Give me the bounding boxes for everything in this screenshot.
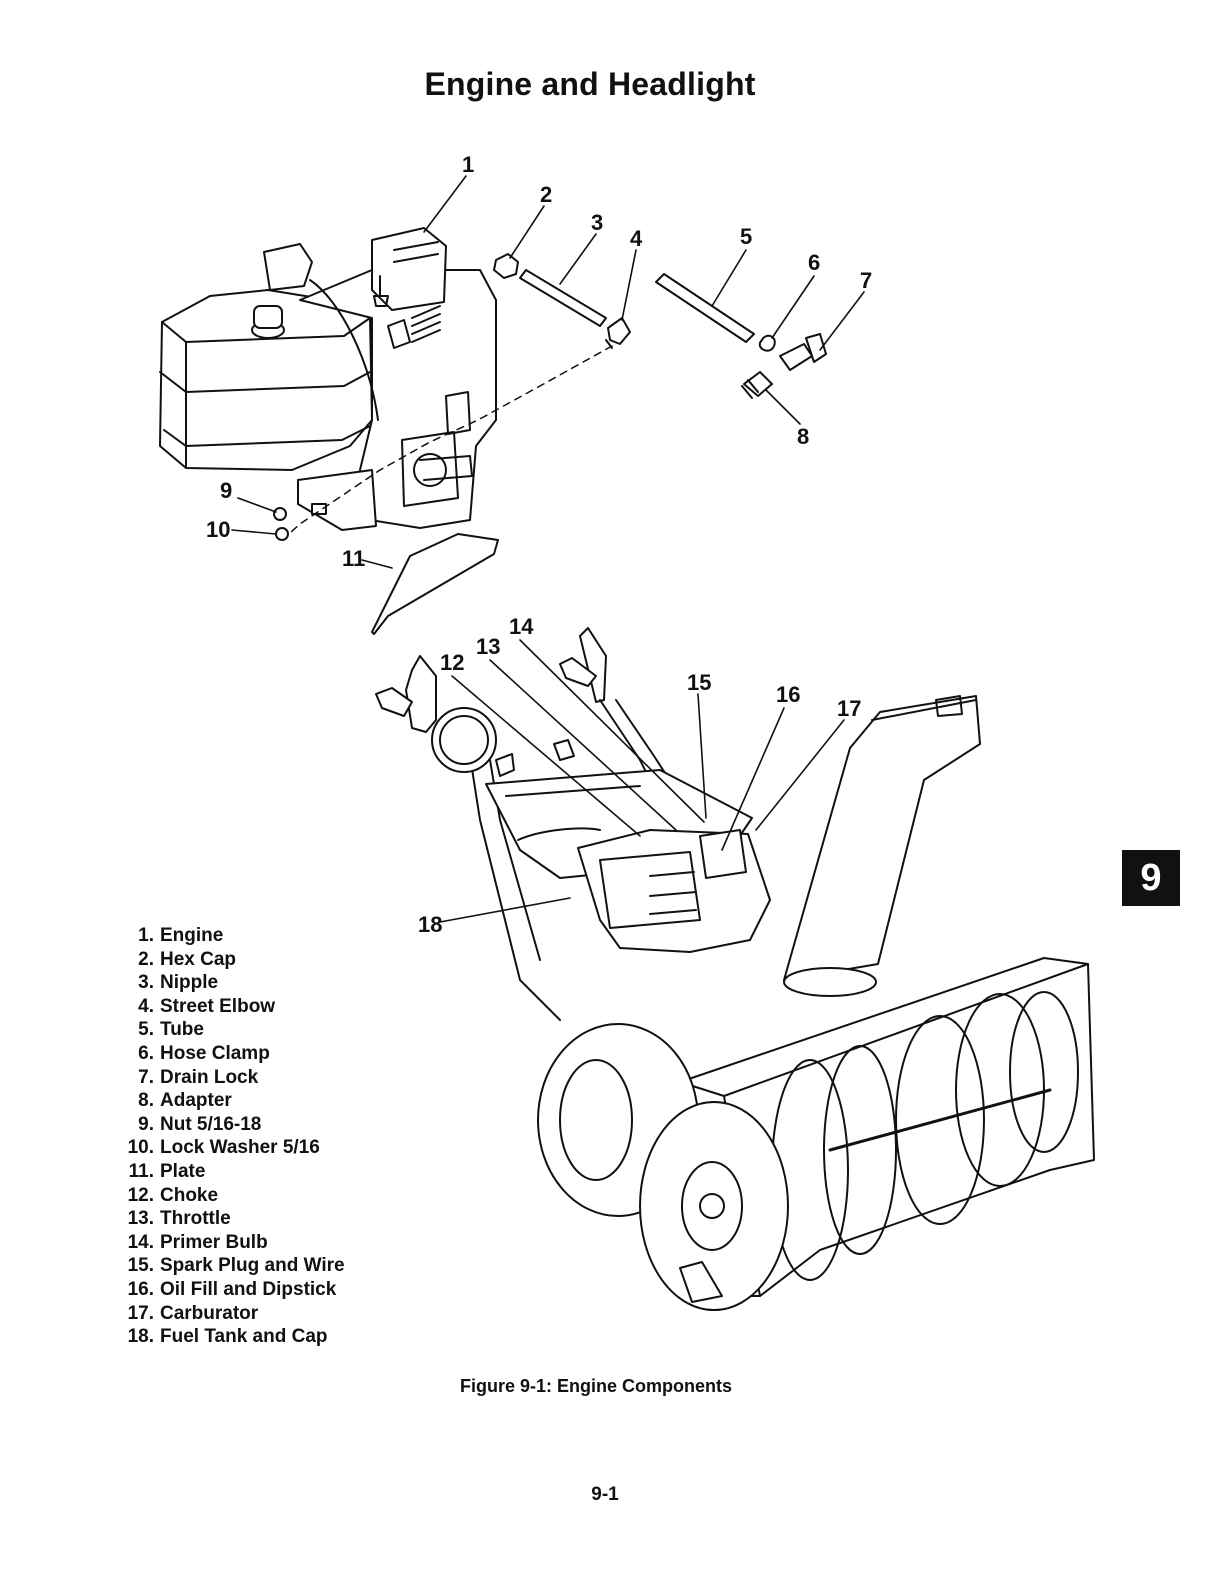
callout-2: 2 xyxy=(540,182,552,207)
legend-item: 8.Adapter xyxy=(138,1090,232,1112)
parts-legend: 1.Engine 2.Hex Cap 3.Nipple 4.Street Elb… xyxy=(116,924,345,1349)
legend-item: 16.Oil Fill and Dipstick xyxy=(127,1278,337,1300)
section-tab: 9 xyxy=(1122,850,1180,906)
legend-item: 9.Nut 5/16-18 xyxy=(138,1113,262,1135)
legend-item: 14.Primer Bulb xyxy=(127,1231,268,1253)
legend-item: 13.Throttle xyxy=(127,1208,231,1230)
callout-14: 14 xyxy=(509,614,534,639)
legend-item: 6.Hose Clamp xyxy=(138,1042,270,1064)
callout-13: 13 xyxy=(476,634,500,659)
legend-item: 17.Carburator xyxy=(127,1302,259,1324)
figure-caption: Figure 9-1: Engine Components xyxy=(460,1376,733,1396)
callout-17: 17 xyxy=(837,696,861,721)
legend-item: 18.Fuel Tank and Cap xyxy=(127,1326,328,1348)
callout-8: 8 xyxy=(797,424,809,449)
plate-part xyxy=(371,533,499,635)
callout-9: 9 xyxy=(220,478,232,503)
callout-5: 5 xyxy=(740,224,752,249)
callout-11: 11 xyxy=(342,546,365,571)
fuel-fittings xyxy=(273,253,827,541)
callout-12: 12 xyxy=(440,650,464,675)
page-number: 9-1 xyxy=(591,1484,619,1505)
callout-10: 10 xyxy=(206,517,230,542)
legend-item: 7.Drain Lock xyxy=(138,1066,259,1088)
callout-numbers: 1 2 3 4 5 6 7 8 9 10 11 12 13 14 15 16 1… xyxy=(206,152,872,937)
callout-1: 1 xyxy=(462,152,474,177)
leader-lines xyxy=(231,175,865,923)
callout-3: 3 xyxy=(591,210,603,235)
callout-7: 7 xyxy=(860,268,872,293)
callout-18: 18 xyxy=(418,912,442,937)
legend-item: 4.Street Elbow xyxy=(138,995,276,1017)
legend-item: 1.Engine xyxy=(138,925,224,946)
legend-item: 15.Spark Plug and Wire xyxy=(127,1255,345,1277)
legend-item: 5.Tube xyxy=(138,1019,204,1041)
snow-blower-illustration xyxy=(375,627,1095,1311)
legend-item: 2.Hex Cap xyxy=(138,948,237,970)
engine-illustration xyxy=(159,227,497,531)
callout-4: 4 xyxy=(630,226,643,251)
callout-16: 16 xyxy=(776,682,800,707)
legend-item: 12.Choke xyxy=(127,1184,219,1206)
callout-15: 15 xyxy=(687,670,711,695)
legend-item: 10.Lock Washer 5/16 xyxy=(127,1137,320,1159)
legend-item: 3.Nipple xyxy=(138,972,219,994)
page-title: Engine and Headlight xyxy=(424,66,756,102)
callout-6: 6 xyxy=(808,250,820,275)
legend-item: 11.Plate xyxy=(128,1160,206,1182)
